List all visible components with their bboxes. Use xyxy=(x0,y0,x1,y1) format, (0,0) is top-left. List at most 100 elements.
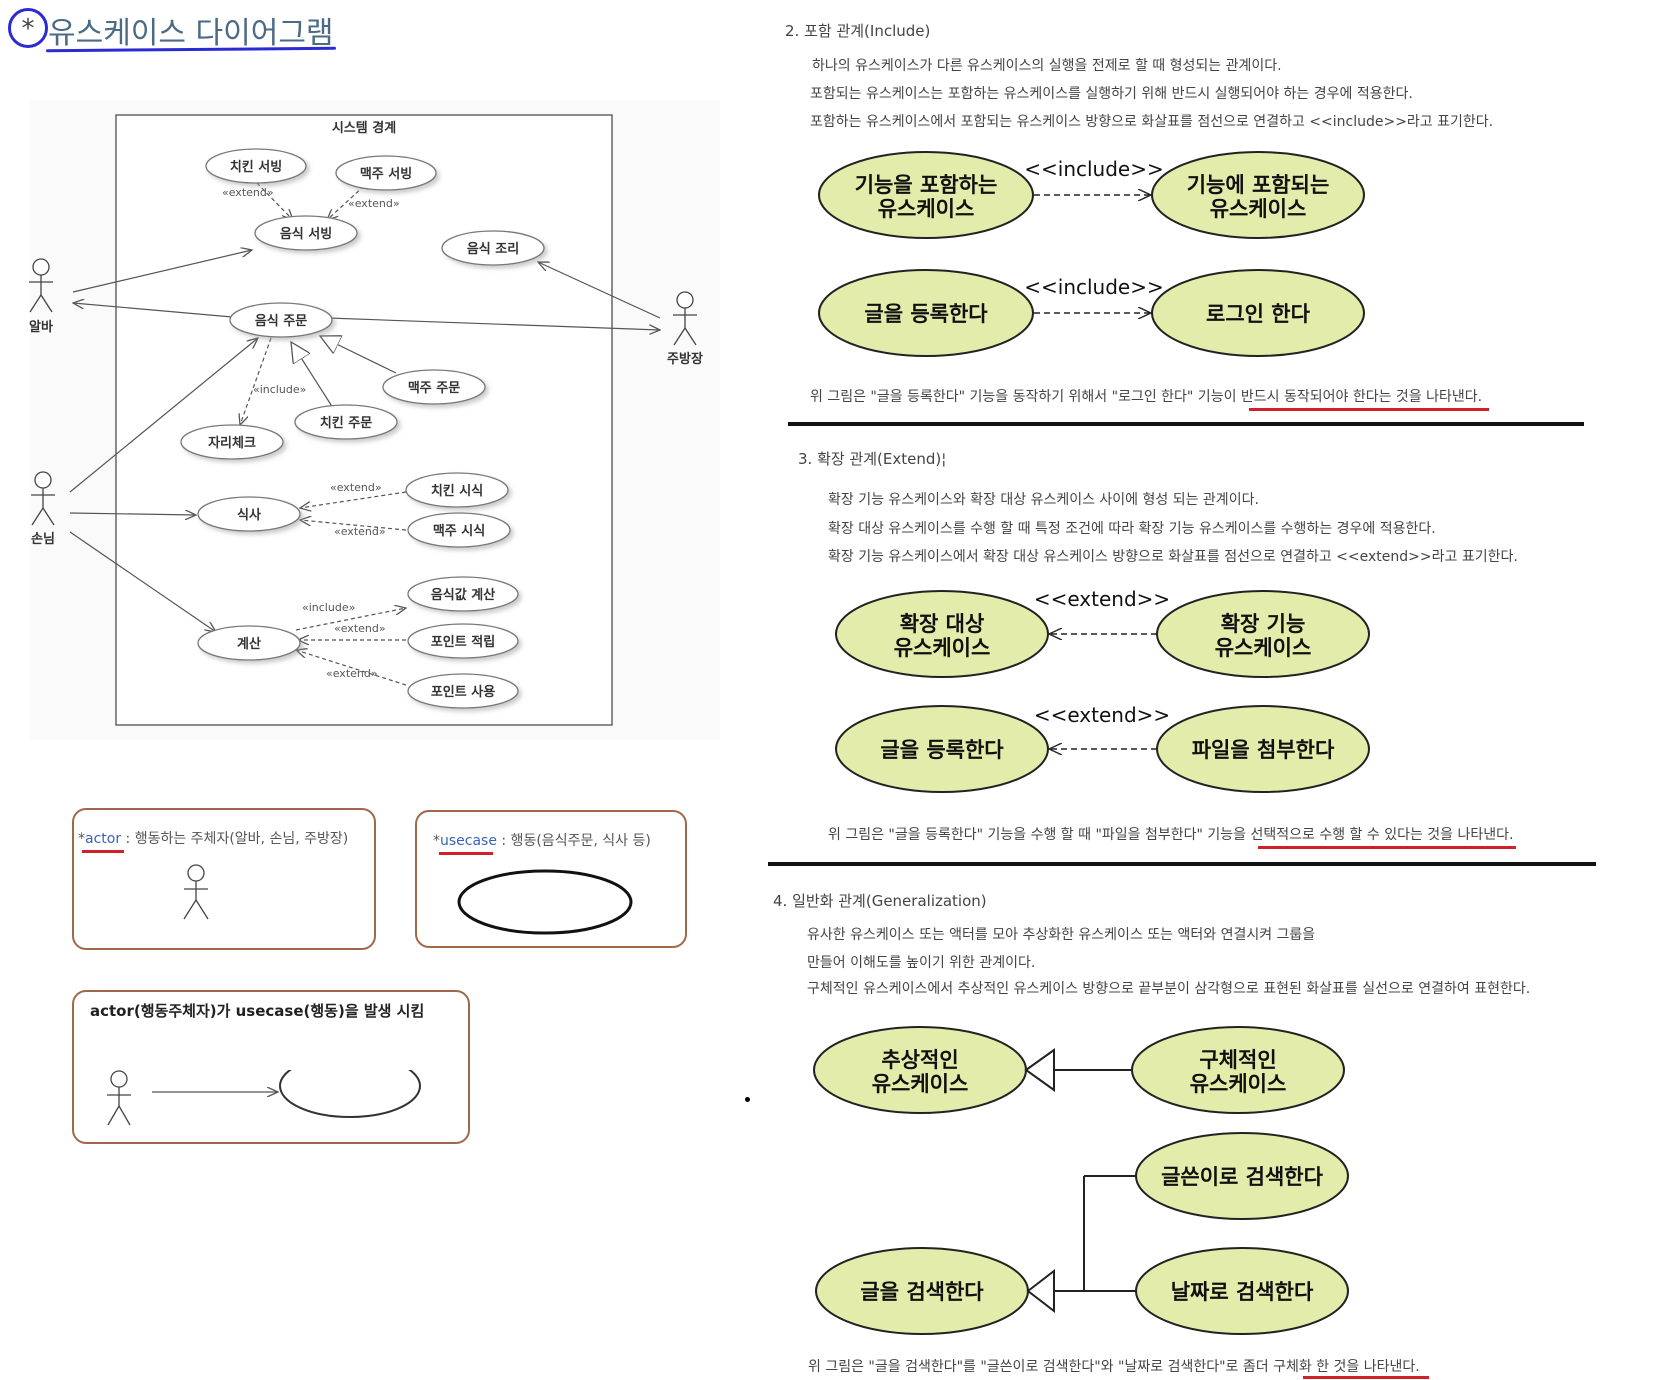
general-e1-line2: 유스케이스 xyxy=(872,1072,969,1096)
uc-label-seat-check: 자리체크 xyxy=(208,435,256,451)
uc-seat-check xyxy=(180,424,284,460)
general-triangle-1 xyxy=(1024,1048,1055,1092)
line-guest-meal xyxy=(69,513,196,515)
uc-meal xyxy=(197,496,301,532)
include-ellipse-post xyxy=(818,269,1034,357)
legend-actor-desc: : 행동하는 주체자(알바, 손님, 주방장) xyxy=(121,831,349,847)
extend-e2-line1: 확장 기능 xyxy=(1221,612,1306,636)
actor-chef-label: 주방장 xyxy=(667,351,703,367)
gen-beer-order xyxy=(320,336,397,374)
extend-e3: 글을 등록한다 xyxy=(880,738,1004,762)
legend-usecase-star: * xyxy=(433,833,440,849)
uc-payment xyxy=(197,625,301,661)
include-e4: 로그인 한다 xyxy=(1206,302,1311,326)
uc-label-point-use: 포인트 사용 xyxy=(431,684,495,700)
legend-actor-label: *actor : 행동하는 주체자(알바, 손님, 주방장) xyxy=(78,828,348,848)
extend-stereo-2: <<extend>> xyxy=(1034,703,1170,727)
legend-actor-star: * xyxy=(78,831,85,847)
actor-alba-label: 알바 xyxy=(29,319,53,335)
uc-label-chicken-serving: 치킨 서빙 xyxy=(230,159,282,175)
include-line-1: 하나의 유스케이스가 다른 유스케이스의 실행을 전제로 할 때 형성되는 관계… xyxy=(812,58,1282,74)
legend-actor-underline xyxy=(82,850,124,853)
stereo-include-2: «include» xyxy=(302,601,355,614)
boundary-label: 시스템 경계 xyxy=(332,120,396,136)
general-diagram: 추상적인 유스케이스 구체적인 유스케이스 글쓴이로 검색한다 글을 검색한다 … xyxy=(813,1026,1349,1335)
general-e3: 글쓴이로 검색한다 xyxy=(1161,1165,1324,1189)
general-e1-line1: 추상적인 xyxy=(881,1048,958,1072)
stereo-include-1: «include» xyxy=(253,383,306,396)
extend-e1-line1: 확장 대상 xyxy=(900,612,985,636)
extend-line-1: 확장 기능 유스케이스와 확장 대상 유스케이스 사이에 형성 되는 관계이다. xyxy=(828,492,1259,508)
legend-actor-icon xyxy=(183,864,209,920)
uc-label-beer-tasting: 맥주 시식 xyxy=(433,523,485,539)
line-order-chef xyxy=(327,317,660,330)
line-chef-cooking xyxy=(538,262,661,319)
uc-label-food-order: 음식 주문 xyxy=(255,313,307,329)
legend-actor-box: *actor : 행동하는 주체자(알바, 손님, 주방장) xyxy=(72,808,376,950)
extend-heading: 3. 확장 관계(Extend)¦ xyxy=(798,448,946,469)
general-caption: 위 그림은 "글을 검색한다"를 "글쓴이로 검색한다"와 "날짜로 검색한다"… xyxy=(808,1359,1420,1375)
actor-chef-icon xyxy=(673,291,697,346)
stereo-extend-1: «extend» xyxy=(222,186,274,199)
general-line-2: 만들어 이해도를 높이기 위한 관계이다. xyxy=(807,955,1036,971)
legend-usecase-desc: : 행동(음식주문, 식사 등) xyxy=(496,833,651,849)
actor-guest-icon xyxy=(31,471,55,526)
uc-label-beer-serving: 맥주 서빙 xyxy=(360,166,412,182)
include-stereo-2: <<include>> xyxy=(1024,275,1164,299)
include-ellipse-login xyxy=(1151,269,1365,357)
extend-caption-underline xyxy=(1258,846,1516,849)
include-stereo-1: <<include>> xyxy=(1024,157,1164,181)
include-e2-line2: 유스케이스 xyxy=(1210,197,1307,221)
usecase-diagram: 시스템 경계 «extend» «extend» «include» «exte… xyxy=(29,100,720,740)
ext-chicken-tasting xyxy=(300,491,407,508)
uc-chicken-tasting xyxy=(405,472,509,508)
uc-label-cooking: 음식 조리 xyxy=(467,241,519,257)
uc-point-use xyxy=(407,673,519,709)
include-ellipse-included xyxy=(1151,151,1365,239)
general-heading: 4. 일반화 관계(Generalization) xyxy=(773,892,987,910)
stereo-extend-5: «extend» xyxy=(334,622,386,635)
extend-e1-line2: 유스케이스 xyxy=(894,636,991,660)
text-cursor: ¦ xyxy=(941,450,947,468)
include-line-2: 포함되는 유스케이스는 포함하는 유스케이스를 실행하기 위해 반드시 실행되어… xyxy=(810,86,1413,102)
divider-1 xyxy=(788,422,1584,426)
legend-relation-box: actor(행동주체자)가 usecase(행동)을 발생 시킴 xyxy=(72,990,470,1144)
stray-dot xyxy=(745,1097,750,1102)
uc-food-price xyxy=(407,576,519,612)
stereo-extend-3: «extend» xyxy=(330,481,382,494)
extend-diagram: <<extend>> <<extend>> 확장 대상 유스케이스 확장 기능 … xyxy=(835,587,1370,793)
uc-label-meal: 식사 xyxy=(237,507,261,523)
general-caption-underline xyxy=(1303,1376,1429,1379)
ext-beer-tasting xyxy=(300,520,407,531)
uc-food-order xyxy=(229,302,333,338)
line-guest-order xyxy=(69,338,258,493)
extend-line-3: 확장 기능 유스케이스에서 확장 대상 유스케이스 방향으로 화살표를 점선으로… xyxy=(828,549,1518,565)
legend-relation-text: actor(행동주체자)가 usecase(행동)을 발생 시킴 xyxy=(90,1002,425,1020)
include-caption-underline xyxy=(1249,408,1489,411)
legend-usecase-underline xyxy=(439,852,493,855)
include-e1-line1: 기능을 포함하는 xyxy=(855,173,998,197)
title-text: 유스케이스 다이어그램 xyxy=(48,16,334,51)
general-e4: 글을 검색한다 xyxy=(860,1280,984,1304)
uc-chicken-serving xyxy=(205,148,307,184)
stereo-extend-2: «extend» xyxy=(348,197,400,210)
ext-beer-serving xyxy=(327,185,365,220)
extend-stereo-1: <<extend>> xyxy=(1034,587,1170,611)
title-star-marker: * xyxy=(8,8,48,48)
extend-e2-line2: 유스케이스 xyxy=(1215,636,1312,660)
actor-alba-icon xyxy=(29,258,53,313)
line-guest-payment xyxy=(69,531,216,632)
divider-2 xyxy=(768,862,1596,866)
actor-guest-label: 손님 xyxy=(31,531,55,547)
general-line-1: 유사한 유스케이스 또는 액터를 모아 추상화한 유스케이스 또는 액터와 연결… xyxy=(807,927,1316,943)
uc-label-beer-order: 맥주 주문 xyxy=(408,380,460,396)
uc-label-food-serving: 음식 서빙 xyxy=(280,226,332,242)
gen-chicken-order xyxy=(291,342,334,409)
uc-chicken-order xyxy=(294,404,398,440)
uc-label-food-price: 음식값 계산 xyxy=(431,587,495,603)
legend-actor-key: actor xyxy=(85,831,122,847)
general-e2-line2: 유스케이스 xyxy=(1190,1072,1287,1096)
uc-beer-tasting xyxy=(407,512,511,548)
inc-seat-check xyxy=(240,337,272,425)
uc-label-chicken-order: 치킨 주문 xyxy=(320,415,372,431)
